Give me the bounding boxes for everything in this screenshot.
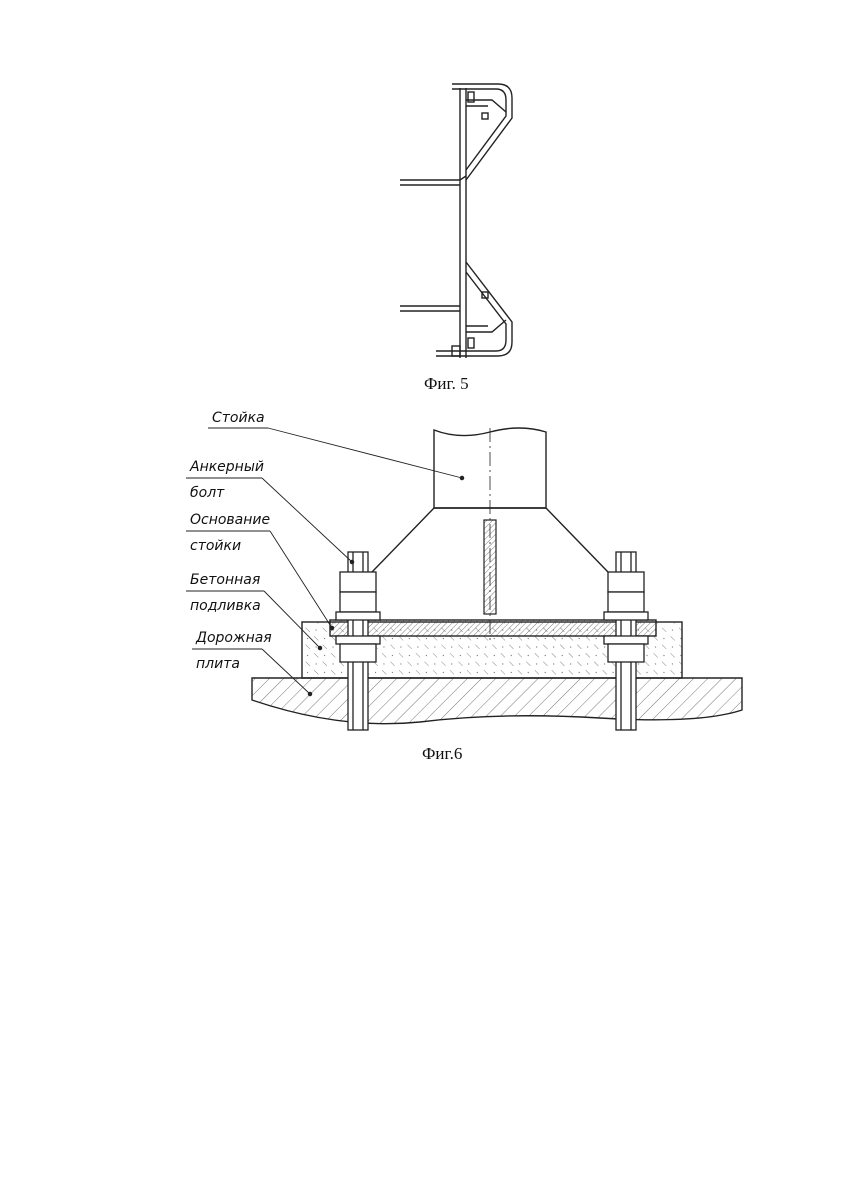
road-slab (251, 677, 743, 725)
base-plate (329, 619, 657, 637)
anchor-bolt-right (603, 551, 649, 731)
label-concrete-grout-line2: подливка (190, 598, 261, 614)
leader-lines (186, 427, 465, 697)
label-road-slab-line1: Дорожная (196, 630, 272, 646)
label-road-slab-line2: плита (196, 656, 240, 672)
label-anchor-bolt-line2: болт (190, 485, 225, 501)
figure5-profile (400, 83, 513, 358)
label-post-base-line1: Основание (190, 512, 271, 528)
label-concrete-grout-line1: Бетонная (190, 572, 261, 588)
label-post-base-line2: стойки (190, 538, 242, 554)
anchor-bolt-left (335, 551, 381, 731)
figure6-caption: Фиг.6 (422, 744, 463, 763)
label-anchor-bolt-line1: Анкерный (190, 459, 264, 475)
label-post: Стойка (212, 410, 265, 426)
post-tube (433, 427, 547, 509)
figure5-caption: Фиг. 5 (424, 374, 469, 393)
